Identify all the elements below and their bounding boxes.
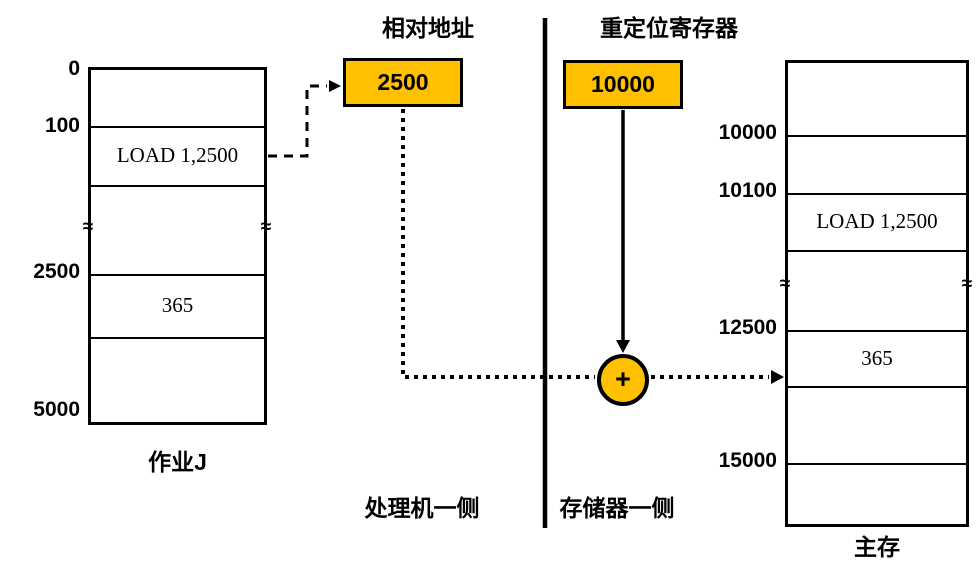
mem-divider-10100 — [788, 193, 966, 195]
job-divider-365-end — [91, 337, 264, 339]
solid-arrow-register-to-adder — [616, 110, 630, 353]
relocation-register-title: 重定位寄存器 — [600, 15, 738, 41]
mem-addr-10100: 10100 — [718, 179, 777, 202]
dotted-line-relative-address-to-adder — [401, 109, 595, 379]
main-memory-block: LOAD 1,2500 365 — [785, 60, 969, 527]
mem-divider-15000 — [788, 463, 966, 465]
relative-address-value: 2500 — [377, 69, 429, 95]
job-addr-100: 100 — [44, 114, 80, 137]
job-cell-load-instruction: LOAD 1,2500 — [116, 143, 239, 167]
main-memory-label: 主存 — [854, 534, 900, 560]
memory-side-label: 存储器一侧 — [559, 495, 675, 521]
relocation-register-box: 10000 — [563, 60, 683, 109]
relative-address-title: 相对地址 — [382, 15, 474, 41]
mem-divider-10000 — [788, 135, 966, 137]
mem-addr-12500: 12500 — [718, 316, 777, 339]
mem-divider-365-end — [788, 386, 966, 388]
relative-address-box: 2500 — [343, 58, 463, 107]
mem-addr-15000: 15000 — [718, 449, 777, 472]
job-divider-100 — [91, 126, 264, 128]
adder-circle: + — [597, 354, 649, 406]
job-break-mark-right: ≈ — [260, 216, 272, 238]
job-divider-2500 — [91, 274, 264, 276]
job-break-mark-left: ≈ — [82, 216, 94, 238]
job-addr-0: 0 — [68, 57, 80, 80]
mem-addr-10000: 10000 — [718, 121, 777, 144]
job-cell-data-value: 365 — [161, 293, 194, 317]
processor-side-label: 处理机一侧 — [364, 495, 480, 521]
job-divider-load-end — [91, 185, 264, 187]
plus-icon: + — [615, 363, 631, 394]
mem-divider-load-end — [788, 250, 966, 252]
mem-break-mark-right: ≈ — [961, 273, 973, 295]
mem-cell-load-instruction: LOAD 1,2500 — [816, 209, 938, 233]
job-addr-2500: 2500 — [33, 260, 80, 283]
mem-break-mark-left: ≈ — [779, 273, 791, 295]
mem-cell-data-value: 365 — [861, 346, 893, 370]
mem-divider-12500 — [788, 330, 966, 332]
dashed-arrow-load-to-relative-address — [268, 80, 341, 158]
job-block-label: 作业J — [148, 449, 207, 475]
relocation-register-value: 10000 — [591, 71, 655, 97]
dotted-arrow-adder-to-memory — [651, 370, 784, 384]
job-address-space-block: LOAD 1,2500 365 — [88, 67, 267, 425]
job-addr-5000: 5000 — [33, 398, 80, 421]
